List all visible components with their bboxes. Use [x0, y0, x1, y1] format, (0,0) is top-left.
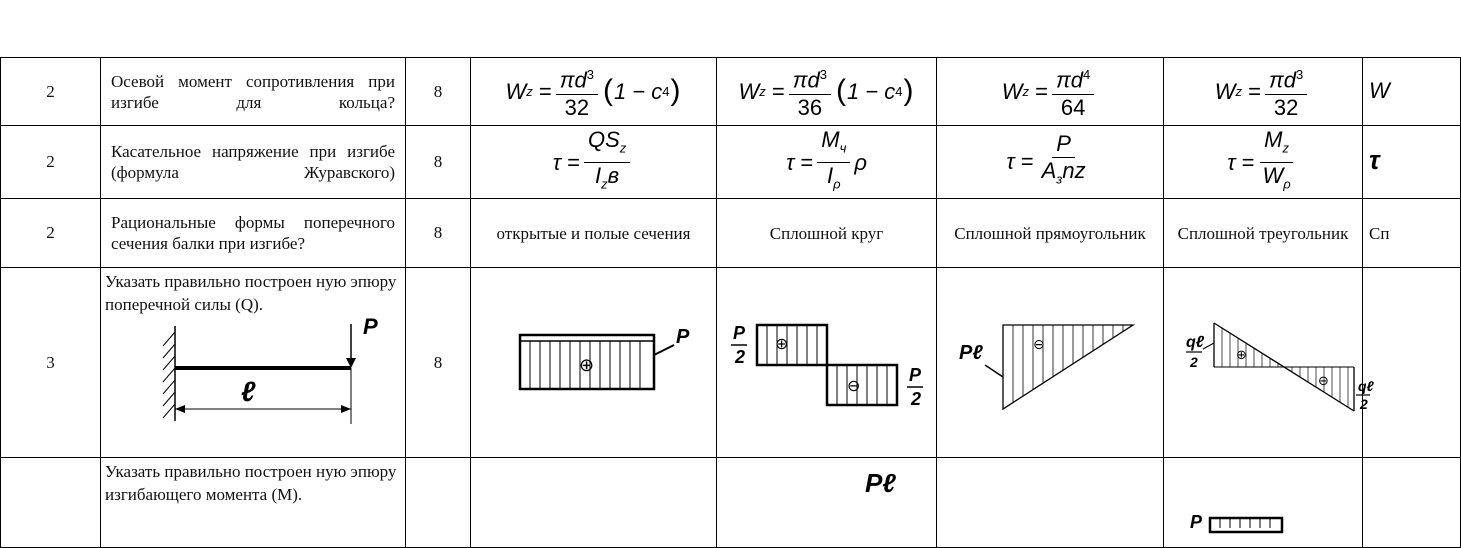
shear-diagram-rect: ⊕ P [518, 326, 690, 390]
diagram-label: P [1190, 512, 1203, 532]
length-label: ℓ [241, 376, 256, 407]
test-questions-table: 2 Осевой момент сопротивления при изгибе… [0, 57, 1461, 548]
table-row: Указать правильно построен ную эпюру изг… [0, 457, 1461, 548]
difficulty-level: 2 [0, 57, 101, 126]
label-bottom-den: 2 [1359, 396, 1368, 412]
sign-minus: ⊖ [847, 376, 860, 395]
question-text: Осевой момент сопротивления при изгибе д… [100, 57, 406, 126]
question-text: Указать правильно построен ную эпюру изг… [100, 457, 406, 548]
shear-diagram-two-triangles: ⊕ ⊖ qℓ 2 qℓ 2 [1186, 321, 1375, 412]
answer-option-4[interactable]: ⊕ ⊖ qℓ 2 qℓ 2 [1163, 267, 1375, 458]
question-text: Касательное напряжение при изгибе (форму… [100, 125, 406, 199]
table-row: 3 Указать правильно построен ную эпюру п… [0, 267, 1461, 458]
points-value: 8 [405, 57, 471, 126]
answer-option-5[interactable] [1362, 457, 1461, 548]
answer-option-5[interactable] [1362, 267, 1461, 458]
points-value: 8 [405, 125, 471, 199]
answer-option-1[interactable]: τ = QSz Izв [470, 125, 717, 199]
answer-option-1[interactable]: ⊕ P [470, 267, 717, 458]
label-bottom-num: P [909, 365, 922, 385]
label-bottom-num: qℓ [1358, 378, 1375, 394]
difficulty-level: 2 [0, 125, 101, 199]
answer-option-2[interactable]: τ = Mч Iρ ρ [716, 125, 937, 199]
answer-option-2[interactable]: Pℓ [716, 457, 937, 548]
answer-option-4[interactable]: P [1163, 457, 1363, 548]
answer-option-4[interactable]: τ = Mz Wρ [1163, 125, 1363, 199]
answer-option-2[interactable]: ⊕ ⊖ P 2 P 2 [716, 267, 937, 458]
answer-option-5[interactable]: Сп [1362, 198, 1461, 268]
sign-minus: ⊖ [1033, 337, 1045, 353]
sign-minus: ⊖ [1318, 374, 1329, 389]
label-top-num: qℓ [1186, 334, 1205, 351]
answer-option-3[interactable]: ⊖ Pℓ [936, 267, 1164, 458]
label-top-den: 2 [1189, 354, 1198, 370]
diagram-label: P [676, 326, 690, 348]
answer-option-2[interactable]: Сплошной круг [716, 198, 937, 268]
question-cell: Указать правильно построен ную эпюру поп… [100, 267, 406, 458]
label-bottom-den: 2 [910, 389, 921, 409]
question-text: Рациональные формы поперечного сечения б… [100, 198, 406, 268]
difficulty-level: 2 [0, 198, 101, 268]
cantilever-beam-figure: P ℓ [162, 314, 378, 424]
points-value: 8 [405, 267, 471, 458]
moment-diagram-partial: Pℓ [865, 468, 896, 498]
answer-option-3[interactable]: Сплошной прямоугольник [936, 198, 1164, 268]
shear-diagram-steps: ⊕ ⊖ P 2 P 2 [731, 323, 923, 409]
answer-option-5[interactable]: τ [1362, 125, 1461, 199]
sign-plus: ⊕ [775, 334, 788, 353]
answer-option-4[interactable]: Сплошной треугольник [1163, 198, 1363, 268]
difficulty-level [0, 457, 101, 548]
diagram-label: Pℓ [959, 342, 983, 364]
force-label: P [363, 314, 378, 339]
question-text: Указать правильно построен ную эпюру поп… [105, 272, 397, 314]
answer-option-5[interactable]: W [1362, 57, 1461, 126]
sign-plus: ⊕ [579, 355, 594, 376]
label-top-num: P [733, 323, 746, 343]
points-value [405, 457, 471, 548]
label-top-den: 2 [734, 347, 745, 367]
sign-plus: ⊕ [1236, 348, 1247, 363]
shear-diagram-triangle: ⊖ Pℓ [959, 323, 1136, 410]
table-row: 2 Касательное напряжение при изгибе (фор… [0, 125, 1461, 199]
test-table-container: 2 Осевой момент сопротивления при изгибе… [0, 57, 1461, 548]
moment-diagram-partial: P [1190, 512, 1284, 534]
difficulty-level: 3 [0, 267, 101, 458]
answer-option-3[interactable] [936, 457, 1164, 548]
table-row: 2 Рациональные формы поперечного сечения… [0, 198, 1461, 268]
table-row: 2 Осевой момент сопротивления при изгибе… [0, 57, 1461, 126]
diagram-label: Pℓ [865, 468, 896, 498]
points-value: 8 [405, 198, 471, 268]
answer-option-1[interactable] [470, 457, 717, 548]
answer-option-3[interactable]: τ = P Aзnz [936, 125, 1164, 199]
answer-option-1[interactable]: открытые и полые сечения [470, 198, 717, 268]
